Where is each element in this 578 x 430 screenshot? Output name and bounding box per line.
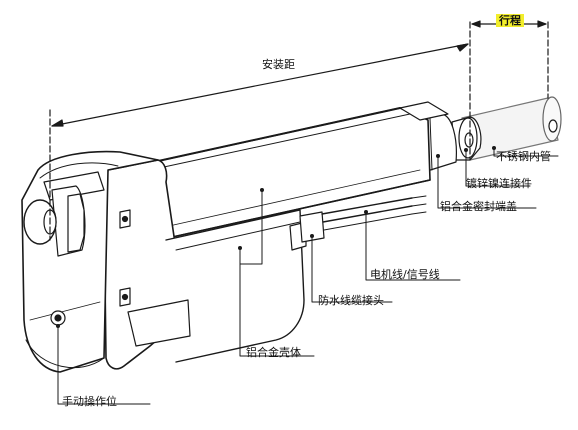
label-stroke: 行程 <box>496 14 524 27</box>
label-aluminum-end-cap: 铝合金密封端盖 <box>440 200 517 213</box>
rod-eye-connector <box>451 116 482 161</box>
leader-housing <box>239 247 315 357</box>
label-motor-signal-cable: 电机线/信号线 <box>370 268 440 281</box>
rear-clevis <box>23 185 86 257</box>
leader-tube-top <box>239 189 263 265</box>
leader-end-cap <box>437 155 537 209</box>
label-galvanized-connector: 镀锌镍连接件 <box>466 177 532 190</box>
label-mounting-distance: 安装距 <box>262 58 295 71</box>
leader-inner-tube <box>493 147 559 157</box>
inner-tube <box>461 96 562 161</box>
leader-cable <box>365 211 461 281</box>
label-waterproof-gland: 防水线缆接头 <box>318 294 384 307</box>
label-stainless-inner-tube: 不锈钢内管 <box>496 150 551 163</box>
leader-manual <box>57 325 151 405</box>
stroke-dimension <box>471 20 549 99</box>
leader-dots <box>56 146 496 328</box>
manual-knob <box>50 310 66 326</box>
cable-assembly <box>299 195 427 243</box>
label-aluminum-housing: 铝合金壳体 <box>246 346 301 359</box>
leader-gland <box>311 235 393 303</box>
label-manual-operation: 手动操作位 <box>62 395 117 408</box>
leader-lines <box>57 147 559 405</box>
mounting-distance-dimension <box>49 21 471 241</box>
leader-connector <box>465 149 531 187</box>
side-window <box>127 299 191 347</box>
